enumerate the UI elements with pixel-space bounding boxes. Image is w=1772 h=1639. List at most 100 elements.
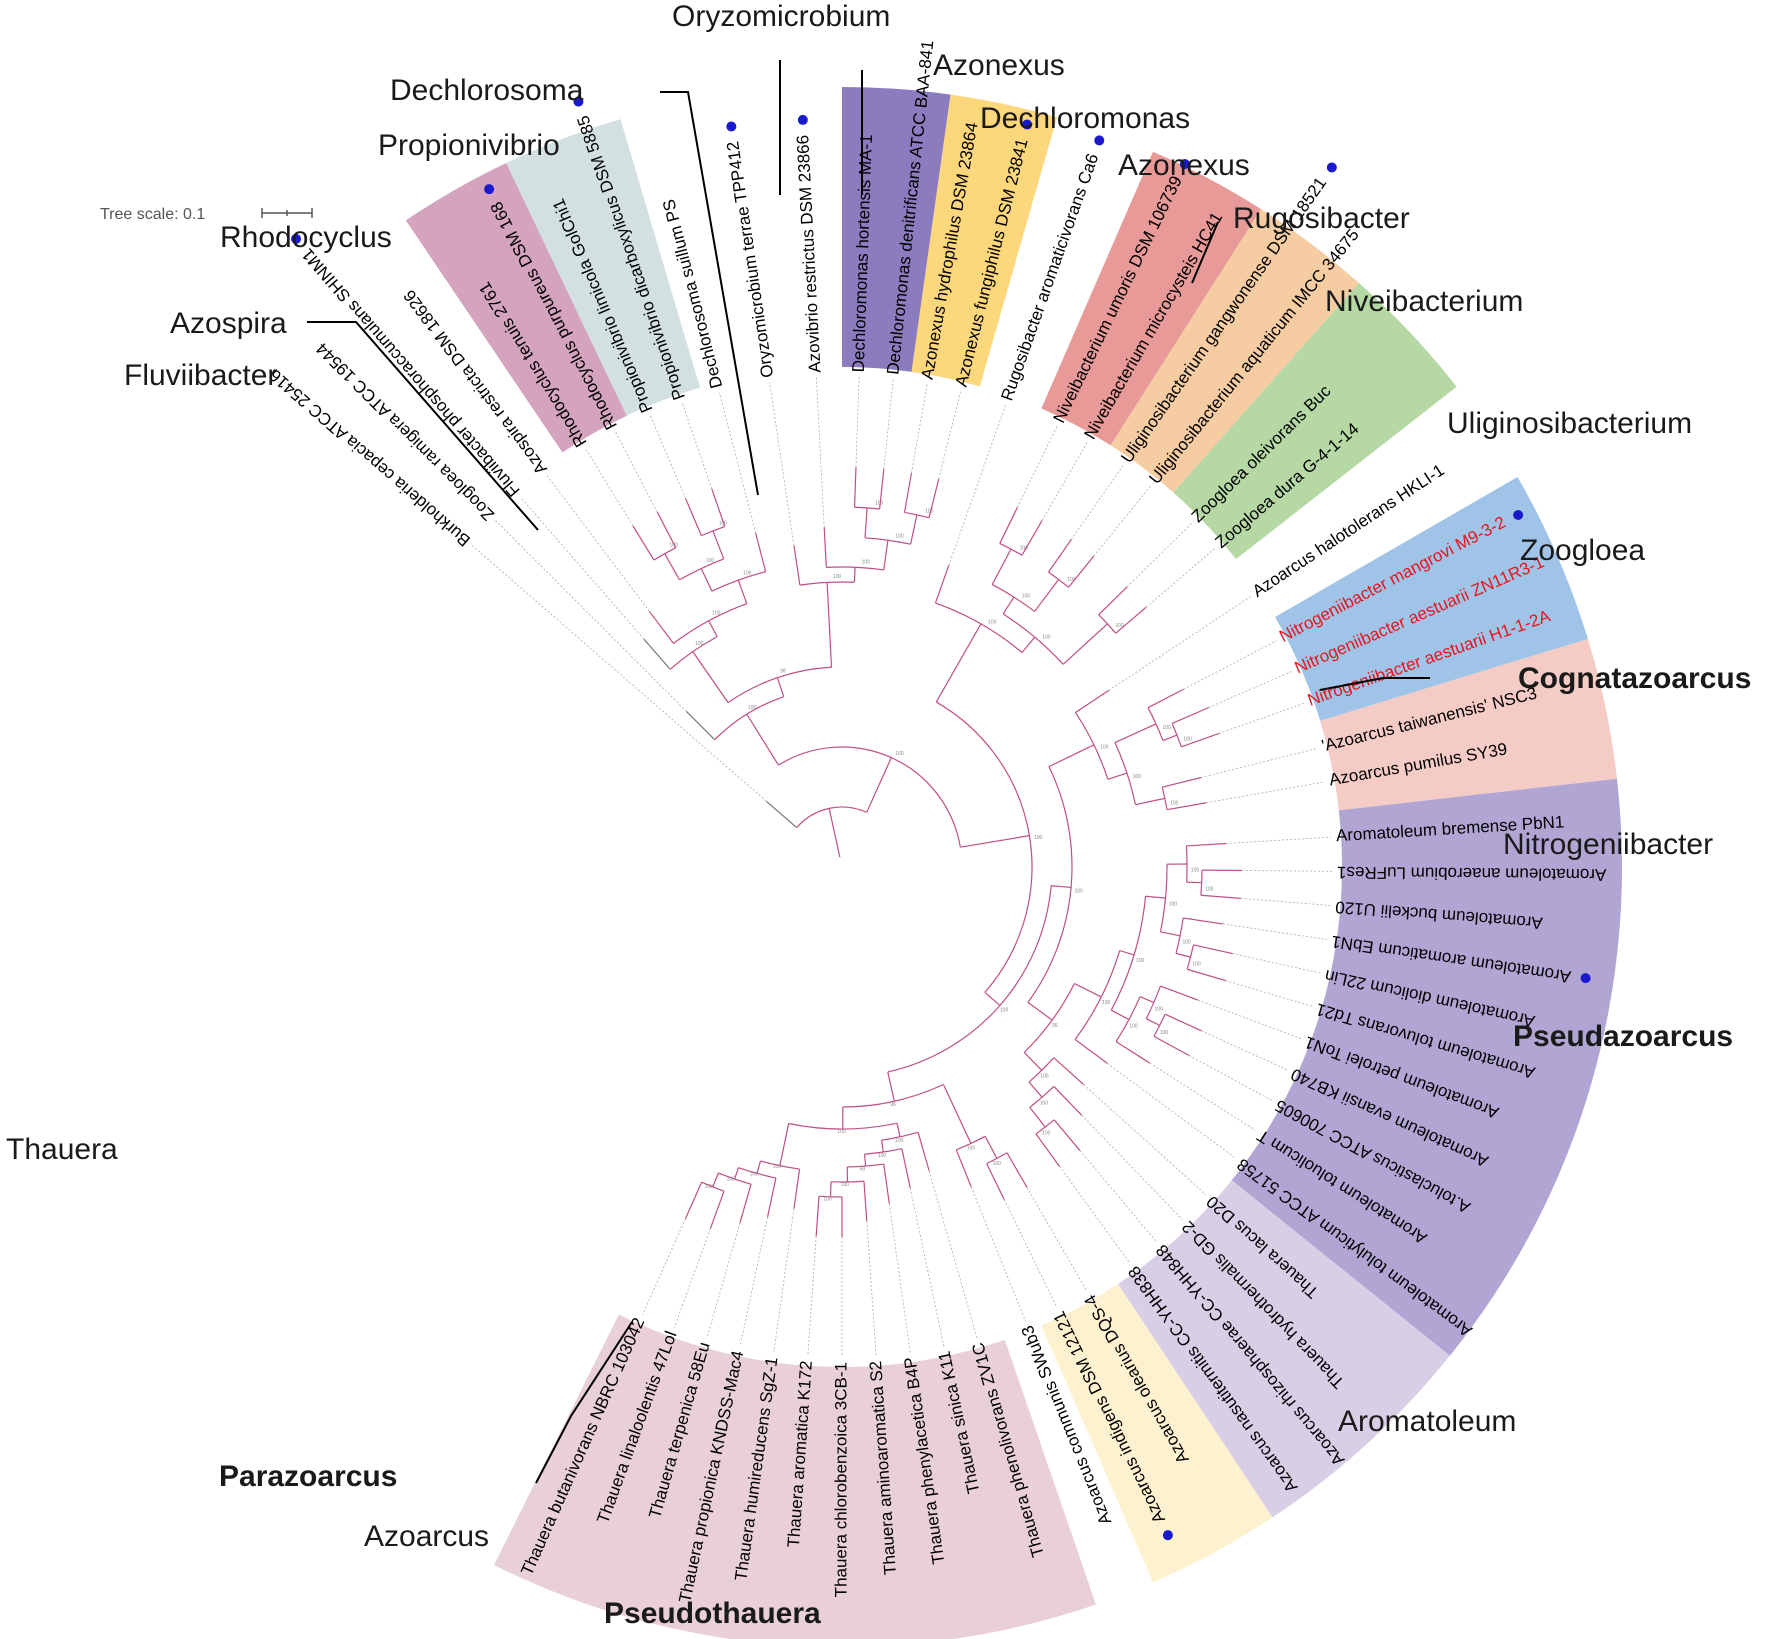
branch — [896, 1123, 901, 1137]
branch — [1074, 982, 1102, 998]
leaf-guide — [888, 1203, 911, 1353]
leaf-guide — [928, 1170, 978, 1339]
leaf-guide — [1232, 953, 1321, 974]
branch — [1145, 895, 1166, 899]
branch-arc — [847, 1163, 884, 1168]
branch-arc — [1171, 723, 1182, 748]
bootstrap-value: 100 — [719, 521, 728, 527]
leaf-guide — [1201, 1030, 1289, 1071]
type-strain-dot — [573, 96, 584, 107]
branch — [935, 623, 982, 703]
clade-sector-dechloromonas — [842, 87, 951, 372]
bootstrap-value: 100 — [1129, 1024, 1138, 1030]
branch-arc — [1114, 742, 1137, 805]
bootstrap-value: 100 — [1102, 1000, 1111, 1006]
leaf-guide — [1145, 548, 1215, 608]
branch — [684, 1181, 703, 1219]
branch — [1153, 1035, 1190, 1057]
leaf-guide — [495, 520, 687, 712]
bootstrap-value: 100 — [1192, 961, 1201, 967]
genus-label-pseudothauera: Pseudothauera — [604, 1597, 821, 1630]
branch — [828, 808, 841, 858]
bootstrap-value: 100 — [1000, 1007, 1009, 1013]
bootstrap-value: 99 — [859, 1166, 865, 1172]
genus-label-uliginosibacterium: Uliginosibacterium — [1447, 407, 1692, 440]
type-strain-dot — [1513, 510, 1524, 521]
branch — [1062, 623, 1108, 665]
branch — [1029, 1106, 1046, 1128]
branch-arc — [1098, 614, 1117, 634]
bootstrap-value: 100 — [993, 1161, 1002, 1167]
clade-sector-uliginosibacterium — [1110, 209, 1359, 493]
branch-arc — [1145, 985, 1162, 1019]
branch-arc — [796, 806, 867, 829]
bootstrap-value: 100 — [862, 560, 871, 566]
branch — [1166, 802, 1207, 811]
genus-label-oryzomicrobium: Oryzomicrobium — [672, 0, 890, 33]
branch — [934, 565, 950, 604]
genus-label-zoogloea: Zoogloea — [1520, 534, 1645, 567]
genus-label-dechlorosoma: Dechlorosoma — [390, 74, 584, 107]
branch-arc — [701, 1181, 725, 1192]
branch — [986, 1163, 1005, 1200]
leaf-guide — [1225, 980, 1312, 1007]
tree-branches: 1001009810010010010010010010010010010010… — [632, 467, 1242, 1237]
type-strain-markers — [291, 96, 1591, 1541]
callout-line — [535, 1321, 633, 1484]
tree-scale-label: Tree scale: 0.1 — [100, 206, 205, 223]
branch — [901, 1148, 911, 1188]
bootstrap-value: 100 — [1115, 623, 1124, 629]
branch — [999, 507, 1018, 544]
type-strain-dot — [1179, 159, 1190, 170]
branch — [1193, 944, 1233, 955]
clade-sector-thauera — [493, 1314, 1096, 1639]
leaf-guide — [773, 1208, 795, 1353]
type-strain-dot — [726, 121, 737, 132]
leaf-label-azovibrio-restrictus-dsm-23866: Azovibrio restrictus DSM 23866 — [793, 134, 824, 373]
leaf-guide — [1200, 748, 1318, 778]
leaf-guide — [1240, 897, 1331, 906]
branch — [709, 1190, 725, 1229]
bootstrap-value: 100 — [748, 705, 757, 711]
leaf-guide — [1108, 596, 1251, 691]
bootstrap-value: 100 — [895, 533, 904, 539]
leaf-guide — [642, 1218, 686, 1315]
bootstrap-value: 100 — [878, 1153, 887, 1159]
branch — [883, 540, 889, 571]
genus-label-pseudazoarcus: Pseudazoarcus — [1513, 1020, 1733, 1053]
bootstrap-value: 95 — [1052, 1023, 1058, 1029]
branch-arc — [714, 696, 785, 741]
leaf-guide — [1241, 870, 1332, 872]
leaf-guide — [1188, 1055, 1273, 1102]
bootstrap-value: 100 — [1205, 886, 1214, 892]
genus-label-dechloromonas: Dechloromonas — [980, 102, 1190, 135]
clade-sector-propionivibrio — [506, 119, 700, 416]
branch — [686, 711, 716, 741]
bootstrap-value: 100 — [895, 1138, 904, 1144]
clade-sector-zoogloea — [1173, 282, 1457, 560]
branch-arc — [1159, 864, 1168, 932]
bootstrap-value: 100 — [695, 641, 704, 647]
branch — [1186, 842, 1227, 847]
leaf-guide — [911, 384, 928, 474]
leaf-guide — [909, 1187, 945, 1347]
branch — [1183, 917, 1223, 925]
type-strain-dot — [797, 114, 808, 125]
branch — [779, 1123, 790, 1166]
branch — [1035, 1133, 1060, 1167]
clade-sector-rhodocyclus — [405, 162, 627, 453]
leaf-guide — [866, 1221, 877, 1356]
leaf-guide — [1183, 640, 1277, 690]
branch — [776, 677, 785, 697]
branch — [866, 757, 892, 813]
genus-label-parazoarcus: Parazoarcus — [219, 1460, 397, 1493]
branch — [700, 568, 713, 592]
type-strain-dot — [1022, 119, 1033, 130]
branch — [1048, 744, 1095, 768]
branch — [733, 1167, 740, 1180]
leaf-guides — [471, 377, 1332, 1357]
leaf-guide — [769, 382, 795, 546]
leaf-guide — [815, 377, 825, 528]
branch — [1186, 881, 1202, 884]
branch — [1162, 776, 1202, 788]
